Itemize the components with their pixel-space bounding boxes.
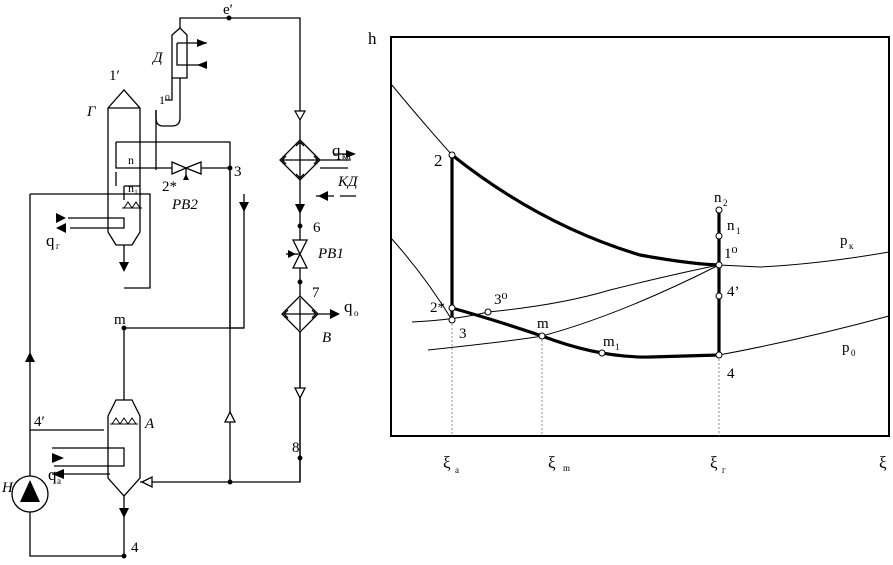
label-qa-sub: а (57, 476, 61, 486)
label-1-zero: 1⁰ (159, 93, 170, 107)
label-1-prime: 1′ (109, 68, 120, 84)
scheme (11, 15, 356, 559)
dephlegmator (155, 16, 230, 127)
label-point-4: 4 (727, 366, 735, 382)
label-point-1zero: 1⁰ (724, 246, 738, 262)
label-qa: q (48, 465, 57, 484)
tick-xi-g: ξ (710, 453, 718, 472)
p0-isobar-right (718, 315, 890, 356)
label-point-2-star: 2* (430, 300, 445, 316)
condenser (279, 139, 321, 181)
label-point-3: 3 (459, 326, 467, 342)
y-axis-label: h (368, 29, 377, 48)
node-e-prime (226, 15, 232, 21)
tick-xi-a: ξ (443, 453, 451, 472)
label-evaporator: В (322, 330, 331, 346)
label-point-m: m (537, 316, 549, 332)
arrow-icon (197, 61, 207, 69)
label-n: n (128, 153, 134, 167)
label-point-3zero: 3⁰ (494, 292, 508, 308)
arrow-icon (197, 39, 207, 47)
pk-isobar-right (718, 251, 890, 268)
rv1-valve (291, 239, 309, 256)
label-point-n2: n (714, 190, 722, 206)
label-qg: q (46, 231, 55, 250)
label-point-2: 2 (434, 151, 443, 170)
point-2 (448, 151, 456, 159)
label-point-n1: n (727, 218, 735, 234)
point-3 (448, 316, 456, 324)
label-generator: Г (86, 104, 97, 120)
cycle-2star-4 (450, 306, 721, 359)
label-qg-sub: г (56, 241, 60, 251)
point-m (538, 332, 546, 340)
tick-xi-m-sub: m (563, 463, 570, 473)
label-q0: q (344, 297, 353, 316)
label-point-m1-sub: 1 (615, 342, 620, 352)
point-1zero (715, 261, 723, 269)
label-6: 6 (313, 220, 321, 236)
x-axis-label: ξ (879, 453, 887, 472)
label-q0-sub: о (354, 308, 359, 318)
label-pk-sub: к (849, 241, 854, 251)
cycle-2-1zero (450, 153, 721, 267)
label-qkd: q (332, 141, 341, 160)
generator-coil (30, 193, 142, 229)
label-8: 8 (292, 440, 300, 456)
diagram-frame (390, 36, 890, 437)
label-point-4-prime: 4’ (727, 284, 740, 300)
absorber (107, 399, 141, 497)
line-e-to-condenser (229, 17, 301, 140)
label-p0: p (842, 340, 850, 356)
pk-curve-left (390, 83, 453, 156)
evaporator (281, 295, 319, 333)
rv2-valve (171, 161, 188, 175)
label-condenser: КД (337, 174, 359, 190)
label-point-m1: m (603, 334, 615, 350)
label-p0-sub: 0 (851, 348, 856, 358)
label-2-star: 2* (162, 179, 177, 195)
point-3zero (484, 308, 492, 316)
sprinkler (123, 201, 141, 209)
label-point-n2-sub: 2 (723, 198, 728, 208)
tick-xi-g-sub: г (722, 465, 726, 475)
tick-xi-a-sub: а (455, 465, 459, 475)
label-7: 7 (312, 285, 320, 301)
arrow-icon (293, 110, 307, 122)
vapor-curve (411, 264, 720, 323)
label-qkd-sub: кд (342, 151, 351, 161)
label-m: m (114, 312, 126, 328)
label-dephlegmator: Д (151, 50, 164, 66)
label-4: 4 (131, 540, 139, 556)
label-e-prime: e′ (223, 2, 233, 18)
label-pump: Н (1, 480, 14, 496)
point-4 (715, 351, 723, 359)
label-absorber: А (144, 416, 155, 432)
p0-curve-left (390, 237, 453, 321)
label-point-n1-sub: 1 (736, 226, 741, 236)
mixing-line (427, 264, 720, 351)
label-rv1: РВ1 (317, 246, 344, 262)
line-4-prime (29, 194, 104, 431)
label-4-prime: 4′ (34, 414, 45, 430)
point-4-prime (715, 292, 723, 300)
point-n2 (715, 206, 723, 214)
point-m1 (598, 349, 606, 357)
h-xi-diagram: h ξ (368, 29, 890, 475)
label-3: 3 (234, 164, 242, 180)
point-2-star (448, 304, 456, 312)
scheme-labels: e′ Д 1′ 1⁰ Г n n₁ 2* РВ2 3 q г m 4′ А Н … (1, 2, 359, 556)
point-n1 (715, 232, 723, 240)
label-n1: n₁ (128, 181, 138, 195)
tick-xi-m: ξ (548, 453, 556, 472)
label-pk: p (840, 233, 848, 249)
label-rv2: РВ2 (171, 197, 198, 213)
